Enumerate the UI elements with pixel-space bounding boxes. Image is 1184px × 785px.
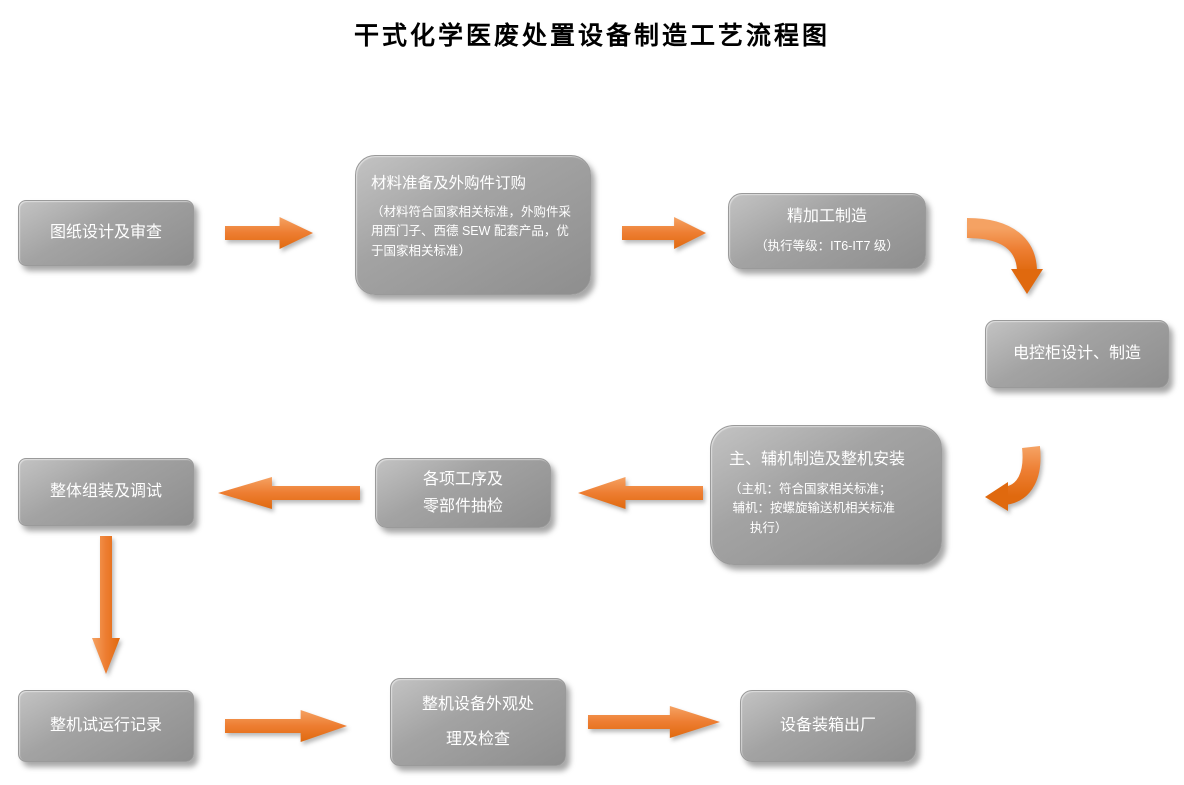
node-overall-assembly-debug: 整体组装及调试 [18, 458, 194, 526]
node-label: 整体组装及调试 [49, 482, 162, 500]
node-label: 电控柜设计、制造 [1012, 344, 1141, 362]
node-label: 材料准备及外购件订购 [371, 175, 527, 192]
arrow-down-icon [92, 536, 120, 674]
node-process-spot-check: 各项工序及 零部件抽检 [375, 458, 551, 528]
node-sub-label: （执行等级：IT6-IT7 级） [755, 239, 899, 254]
page-title: 干式化学医废处置设备制造工艺流程图 [353, 23, 830, 50]
node-trial-run-record: 整机试运行记录 [18, 690, 194, 762]
node-label: 整机设备外观处 理及检查 [421, 695, 534, 748]
node-label: 精加工制造 [786, 208, 867, 226]
node-packing-shipment: 设备装箱出厂 [740, 690, 916, 762]
curved-arrow-right-down-icon [966, 218, 1043, 294]
node-label: 图纸设计及审查 [49, 223, 162, 241]
arrow-right-icon [225, 710, 347, 742]
node-sub-label: （主机：符合国家相关标准； 辅机：按螺旋输送机相关标准 执行） [729, 481, 895, 535]
node-label: 设备装箱出厂 [779, 716, 876, 734]
arrow-left-icon [218, 477, 360, 509]
curved-arrow-down-left-icon [985, 446, 1041, 511]
arrow-right-icon [622, 217, 706, 249]
node-appearance-treatment-inspection: 整机设备外观处 理及检查 [390, 678, 566, 766]
arrow-left-icon [578, 477, 703, 509]
node-label: 主、辅机制造及整机安装 [729, 451, 906, 468]
node-main-aux-manufacture-install: 主、辅机制造及整机安装 （主机：符合国家相关标准； 辅机：按螺旋输送机相关标准 … [710, 425, 942, 565]
node-material-prep-ordering: 材料准备及外购件订购 （材料符合国家相关标准，外购件采用西门子、西德 SEW 配… [355, 155, 591, 295]
node-control-cabinet-design: 电控柜设计、制造 [985, 320, 1169, 388]
node-label: 整机试运行记录 [49, 716, 162, 734]
node-label: 各项工序及 零部件抽检 [422, 470, 503, 515]
arrow-right-icon [588, 706, 720, 738]
node-drawing-design-review: 图纸设计及审查 [18, 200, 194, 266]
node-precision-machining: 精加工制造 （执行等级：IT6-IT7 级） [728, 193, 926, 269]
node-sub-label: （材料符合国家相关标准，外购件采用西门子、西德 SEW 配套产品，优于国家相关标… [371, 205, 572, 258]
arrow-right-icon [225, 217, 313, 249]
